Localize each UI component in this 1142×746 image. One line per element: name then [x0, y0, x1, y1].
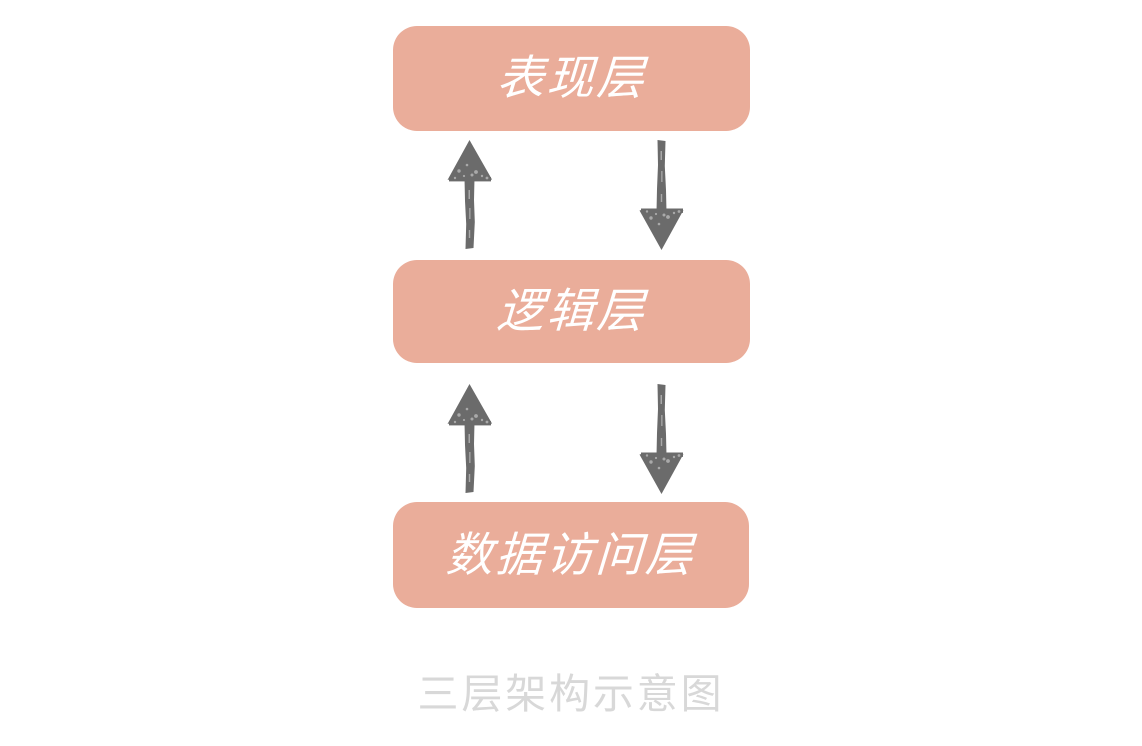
arrow-up-icon [447, 384, 492, 493]
layer-box-presentation[interactable]: 表现层 [393, 26, 750, 131]
layer-box-data-access[interactable]: 数据访问层 [393, 502, 749, 608]
layer-label-logic: 逻辑层 [495, 284, 648, 339]
arrow-up-icon [447, 140, 492, 249]
diagram-caption: 三层架构示意图 [417, 670, 725, 718]
layer-box-logic[interactable]: 逻辑层 [393, 260, 750, 363]
layer-label-presentation: 表现层 [495, 51, 648, 106]
layer-label-data-access: 数据访问层 [444, 527, 697, 583]
arrow-down-icon [639, 384, 684, 494]
arrow-down-icon [639, 140, 684, 250]
